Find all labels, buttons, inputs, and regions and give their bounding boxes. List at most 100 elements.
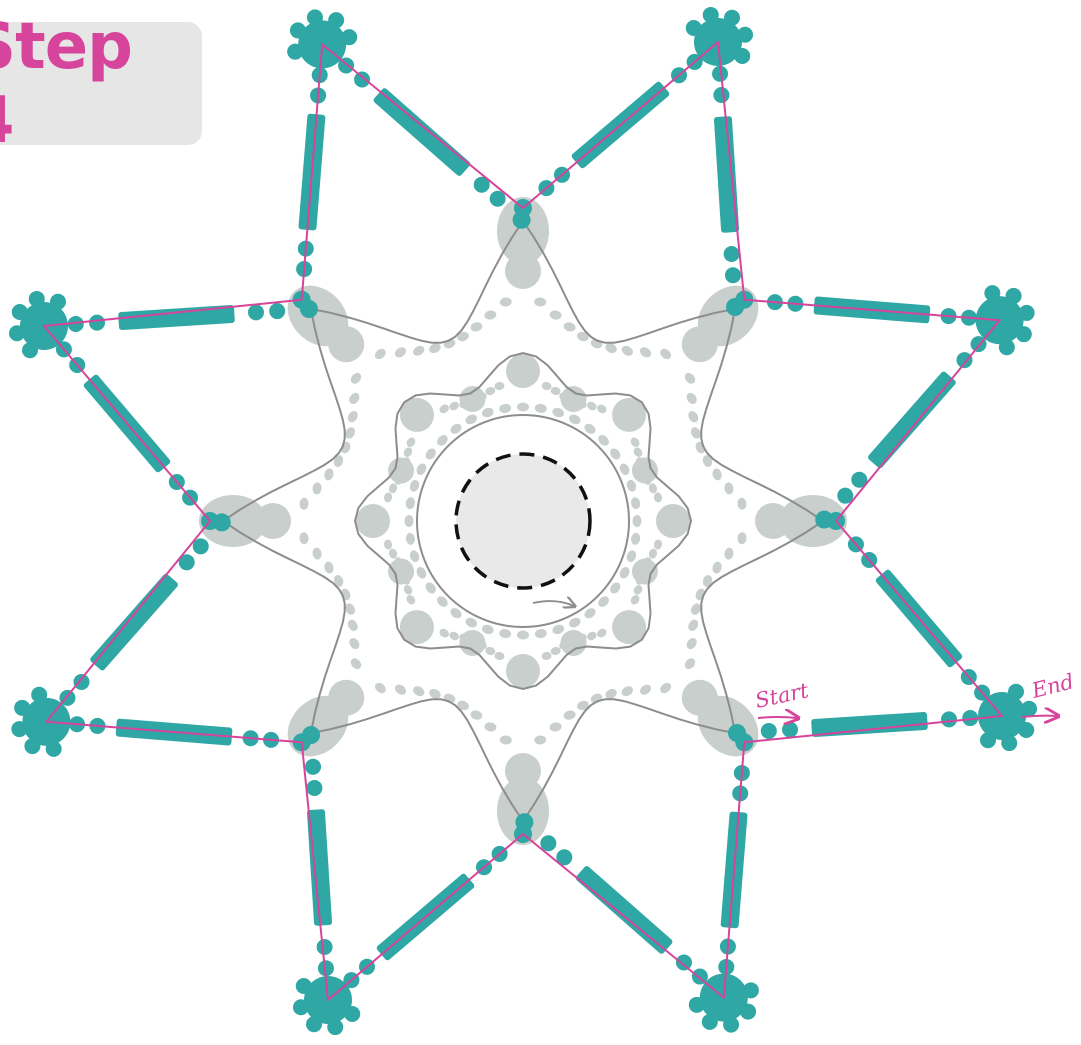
seed-bead (384, 539, 393, 550)
seed-bead (413, 686, 425, 697)
seed-bead (354, 71, 371, 88)
tip-bead (341, 29, 358, 46)
seed-bead (737, 532, 747, 545)
seed-bead (569, 617, 581, 628)
seed-bead (192, 538, 209, 555)
start-arrow-grey (532, 601, 574, 606)
seed-bead (724, 482, 734, 495)
outer-cluster (681, 326, 718, 363)
seed-bead (723, 246, 740, 262)
seed-bead (619, 463, 630, 475)
seed-bead (425, 582, 436, 594)
seed-bead (459, 633, 469, 643)
seed-bead (630, 595, 640, 605)
seed-bead (549, 310, 562, 320)
tip-bead (724, 9, 740, 26)
seed-bead (598, 596, 609, 607)
seed-bead (648, 483, 658, 494)
seed-bead (577, 633, 587, 643)
seed-bead (577, 399, 587, 409)
seed-bead (476, 641, 487, 650)
seed-bead (437, 435, 448, 446)
seed-bead (643, 474, 652, 485)
seed-bead (345, 603, 356, 615)
bugle-bead (90, 573, 178, 671)
seed-bead (724, 547, 734, 560)
seed-bead (569, 414, 581, 425)
seed-bead (550, 646, 561, 656)
seed-bead (394, 474, 403, 485)
tip-bead (295, 978, 312, 994)
seed-bead (317, 960, 334, 977)
seed-bead (388, 483, 398, 494)
outer-cluster (505, 253, 541, 289)
seed-bead (631, 497, 641, 510)
seed-bead (541, 651, 552, 660)
seed-bead (688, 411, 699, 423)
seed-bead (660, 682, 672, 694)
cluster-bead (399, 610, 434, 645)
start-arrow-pink (757, 717, 797, 718)
seed-bead (450, 423, 462, 434)
bugle-bead (868, 371, 956, 469)
seed-bead (541, 382, 552, 391)
seed-bead (449, 401, 459, 411)
tip-bead (292, 999, 309, 1016)
seed-bead (584, 608, 596, 619)
seed-bead (405, 497, 415, 510)
seed-bead (333, 455, 344, 467)
tip-bead (685, 20, 702, 36)
tip-bead (306, 9, 323, 26)
seed-bead (384, 492, 393, 503)
seed-bead (374, 682, 386, 694)
outer-cluster (681, 679, 718, 716)
seed-bead (469, 635, 479, 644)
tip-bead (702, 6, 719, 23)
seed-bead (401, 457, 411, 467)
seed-bead (552, 624, 565, 635)
end-arrow (1021, 716, 1057, 717)
tip-bead (289, 22, 306, 39)
seed-bead (499, 735, 512, 745)
seed-bead (499, 297, 512, 307)
seed-bead (851, 471, 868, 488)
bugle-bead (811, 711, 928, 738)
seed-bead (324, 561, 334, 574)
valley-bead (512, 210, 531, 229)
seed-bead (470, 710, 483, 720)
tip-bead (45, 740, 62, 757)
seed-bead (688, 619, 699, 631)
tip-bead (740, 1003, 757, 1020)
middle-thread-wave (353, 351, 693, 691)
seed-bead (610, 582, 621, 594)
seed-bead (374, 348, 386, 360)
seed-bead (404, 515, 414, 527)
center-ring (454, 452, 592, 590)
tip-bead (1001, 735, 1018, 752)
bugle-bead (575, 866, 673, 954)
seed-bead (429, 688, 441, 699)
seed-bead (712, 561, 722, 574)
seed-bead (416, 567, 427, 579)
seed-bead (401, 575, 411, 585)
seed-bead (640, 684, 652, 695)
seed-bead (437, 596, 448, 607)
seed-bead (633, 585, 643, 595)
tip-bead (22, 342, 38, 359)
seed-bead (559, 641, 570, 650)
seed-bead (690, 427, 701, 439)
outer-cluster (497, 777, 549, 845)
tip-bead (984, 285, 1001, 302)
seed-bead (89, 314, 105, 331)
seed-bead (476, 392, 487, 401)
tip-bead (50, 293, 66, 310)
end-label: End (1028, 669, 1076, 703)
seed-bead (724, 267, 741, 284)
tip-bead (734, 48, 751, 64)
seed-bead (473, 176, 490, 193)
seed-bead (299, 497, 309, 510)
seed-bead (760, 722, 777, 739)
seed-bead (567, 398, 577, 407)
seed-bead (605, 688, 617, 699)
tip-bead (344, 1006, 361, 1022)
